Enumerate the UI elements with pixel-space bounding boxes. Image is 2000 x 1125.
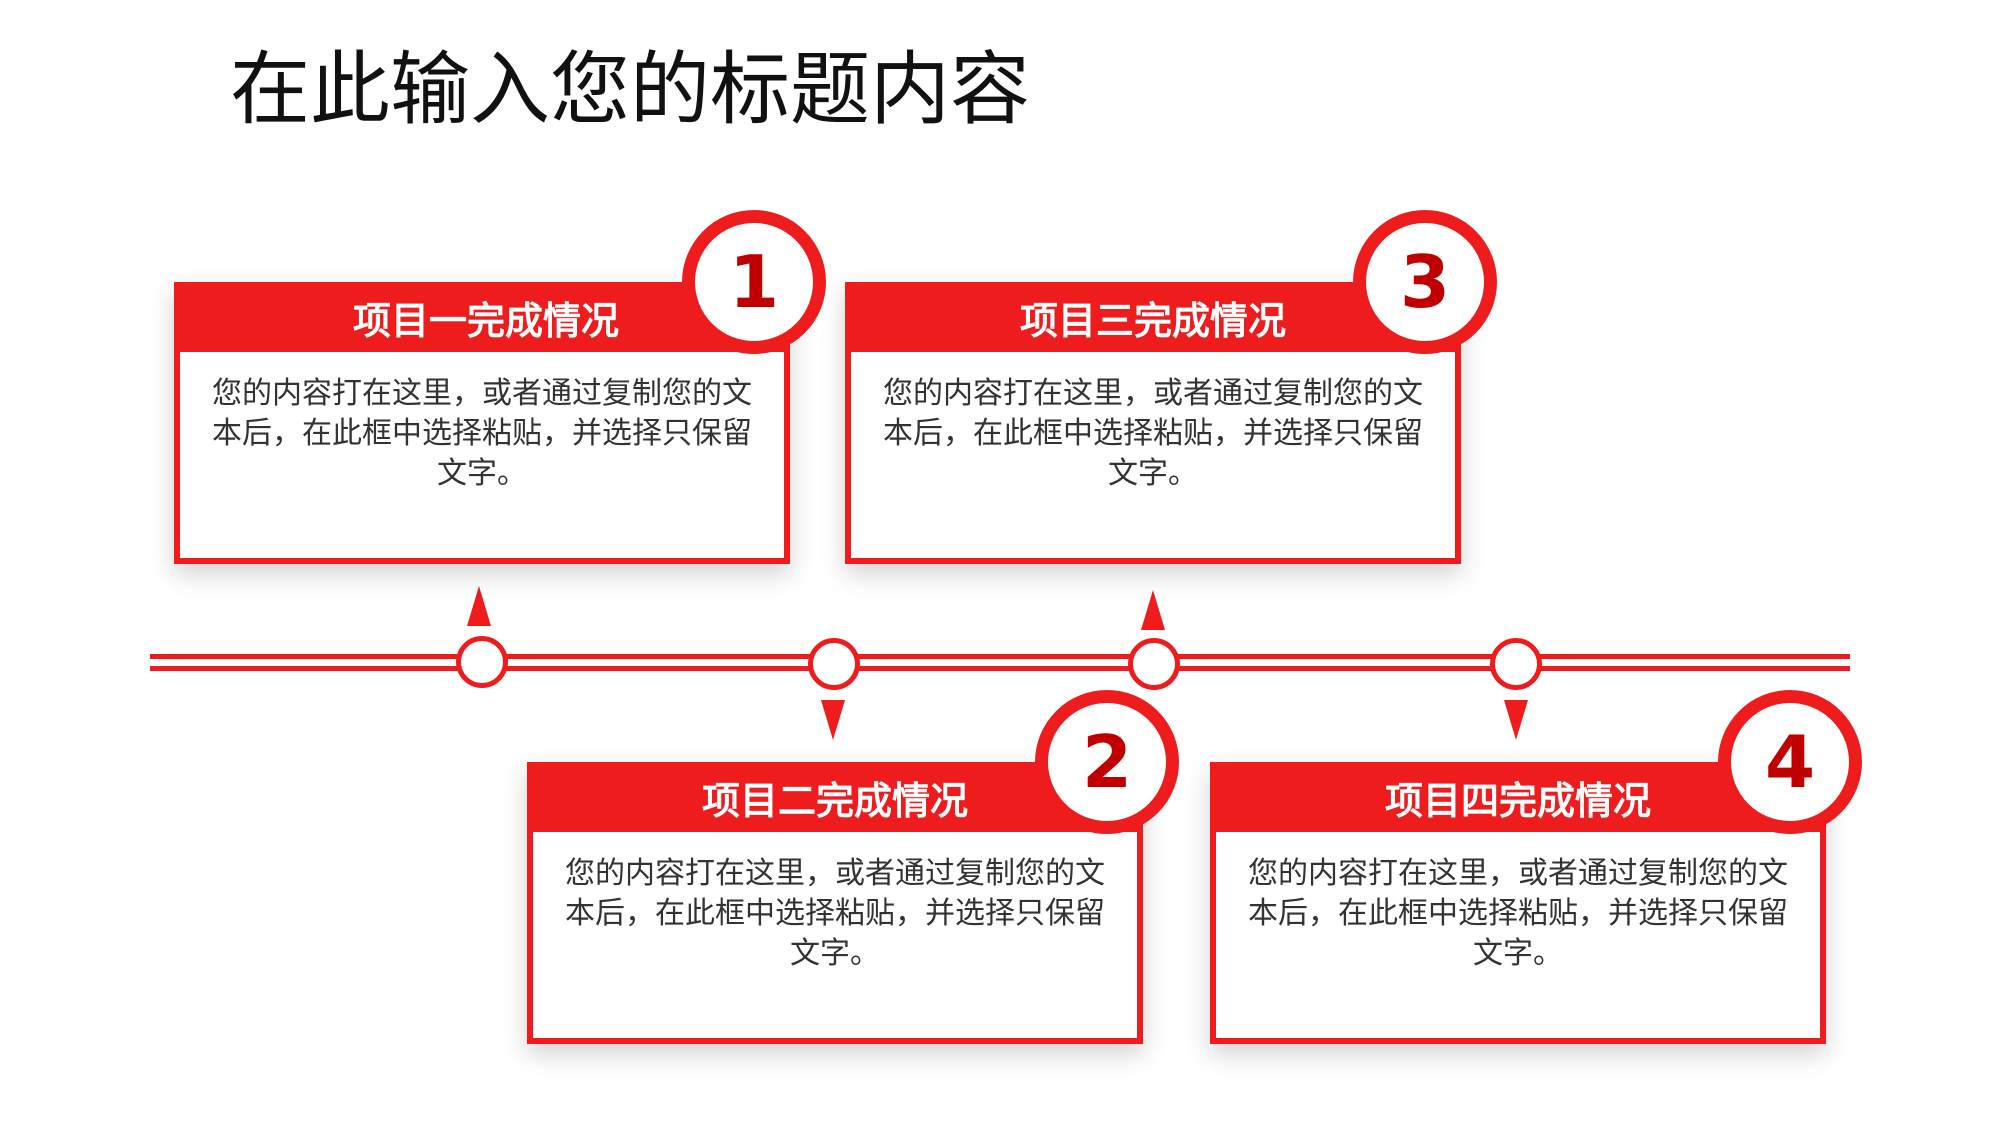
project-card-3: 项目三完成情况 您的内容打在这里，或者通过复制您的文本后，在此框中选择粘贴，并选… [845, 282, 1461, 564]
card-body: 您的内容打在这里，或者通过复制您的文本后，在此框中选择粘贴，并选择只保留文字。 [565, 856, 1105, 971]
timeline-node-2 [808, 638, 860, 690]
timeline-node-3 [1128, 638, 1180, 690]
arrow-down-icon [821, 700, 845, 740]
timeline-node-4 [1490, 638, 1542, 690]
card-title: 项目四完成情况 [1384, 779, 1651, 823]
card-header: 项目三完成情况 [851, 288, 1455, 352]
number-badge-4: 4 [1718, 690, 1862, 834]
project-card-1: 项目一完成情况 您的内容打在这里，或者通过复制您的文本后，在此框中选择粘贴，并选… [174, 282, 790, 564]
number-badge-2: 2 [1035, 690, 1179, 834]
arrow-down-icon [1504, 700, 1528, 740]
timeline-line-bottom [150, 666, 1850, 671]
project-card-4: 项目四完成情况 您的内容打在这里，或者通过复制您的文本后，在此框中选择粘贴，并选… [1210, 762, 1826, 1044]
project-card-2: 项目二完成情况 您的内容打在这里，或者通过复制您的文本后，在此框中选择粘贴，并选… [527, 762, 1143, 1044]
timeline-node-1 [456, 636, 508, 688]
card-title: 项目二完成情况 [701, 779, 968, 823]
arrow-up-icon [467, 586, 491, 626]
number-badge-3: 3 [1353, 210, 1497, 354]
timeline-line-top [150, 654, 1850, 659]
number-badge-1: 1 [682, 210, 826, 354]
card-body: 您的内容打在这里，或者通过复制您的文本后，在此框中选择粘贴，并选择只保留文字。 [212, 376, 752, 491]
card-title: 项目三完成情况 [1019, 299, 1286, 343]
card-title: 项目一完成情况 [352, 299, 619, 343]
arrow-up-icon [1141, 590, 1165, 630]
page-title: 在此输入您的标题内容 [230, 43, 1030, 136]
card-body: 您的内容打在这里，或者通过复制您的文本后，在此框中选择粘贴，并选择只保留文字。 [1248, 856, 1788, 971]
card-body: 您的内容打在这里，或者通过复制您的文本后，在此框中选择粘贴，并选择只保留文字。 [883, 376, 1423, 491]
